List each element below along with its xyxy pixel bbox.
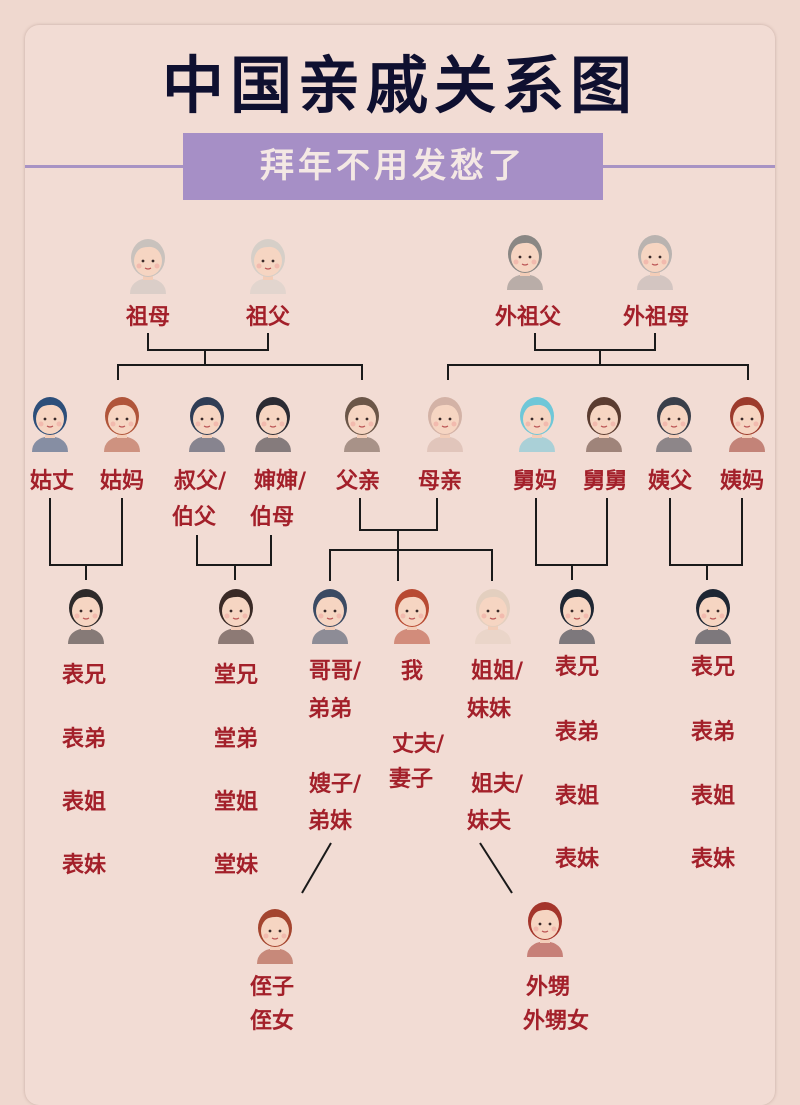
label-elder-sister: 姐姐/ — [470, 659, 524, 684]
label-mei-fu: 妹夫 — [466, 809, 512, 834]
label-mother: 母亲 — [417, 469, 463, 494]
label-tang-cousin: 堂妹 — [213, 853, 259, 878]
label-gu-ma: 姑妈 — [99, 469, 145, 494]
avatar-me — [384, 580, 440, 644]
avatar-maternal-grandmother — [627, 226, 683, 290]
label-bo-fu: 伯父 — [171, 505, 217, 530]
label-gu-cousin: 表姐 — [61, 790, 107, 815]
label-jiu-cousin: 表兄 — [554, 655, 600, 680]
avatar-brother — [302, 580, 358, 644]
label-me: 我 — [400, 659, 424, 684]
avatar-yi-fu — [646, 388, 702, 452]
label-sisters-daughter: 外甥女 — [522, 1009, 590, 1034]
avatar-jiu-cousin — [549, 580, 605, 644]
label-yi-fu: 姨父 — [647, 469, 693, 494]
avatar-grandfather — [240, 230, 296, 294]
avatar-sisters-child — [517, 893, 573, 957]
label-niece: 侄女 — [249, 1009, 295, 1034]
label-gu-cousin: 表兄 — [61, 663, 107, 688]
label-tang-cousin: 堂兄 — [213, 663, 259, 688]
avatar-tang-cousin — [208, 580, 264, 644]
label-younger-brother: 弟弟 — [307, 697, 353, 722]
avatar-father — [334, 388, 390, 452]
label-father: 父亲 — [335, 469, 381, 494]
chart-card — [25, 25, 775, 1105]
label-elder-brother: 哥哥/ — [308, 659, 362, 684]
label-di-mei: 弟妹 — [307, 809, 353, 834]
label-jiu-cousin: 表弟 — [554, 720, 600, 745]
label-sisters-son: 外甥 — [525, 975, 571, 1000]
label-yi-ma: 姨妈 — [719, 469, 765, 494]
label-gu-zhang: 姑丈 — [29, 469, 75, 494]
avatar-gu-cousin — [58, 580, 114, 644]
label-yi-cousin: 表兄 — [690, 655, 736, 680]
label-jiu-jiu: 舅舅 — [582, 469, 628, 494]
label-tang-cousin: 堂弟 — [213, 727, 259, 752]
subtitle-banner: 拜年不用发愁了 — [183, 133, 603, 200]
label-jie-fu: 姐夫/ — [470, 772, 524, 797]
avatar-gu-ma — [94, 388, 150, 452]
label-yi-cousin: 表妹 — [690, 847, 736, 872]
avatar-shen-shen — [245, 388, 301, 452]
avatar-grandmother — [120, 230, 176, 294]
avatar-yi-cousin — [685, 580, 741, 644]
label-sister-in-law: 嫂子/ — [308, 772, 362, 797]
label-grandfather: 祖父 — [245, 305, 291, 330]
label-maternal-grandfather: 外祖父 — [494, 305, 562, 330]
avatar-sister — [465, 580, 521, 644]
avatar-yi-ma — [719, 388, 775, 452]
label-grandmother: 祖母 — [125, 305, 171, 330]
label-nephew: 侄子 — [249, 975, 295, 1000]
label-shu-fu: 叔父/ — [173, 469, 227, 494]
label-shen-shen: 婶婶/ — [253, 469, 307, 494]
avatar-shu-fu — [179, 388, 235, 452]
label-yi-cousin: 表弟 — [690, 720, 736, 745]
label-bo-mu: 伯母 — [249, 505, 295, 530]
label-jiu-cousin: 表妹 — [554, 847, 600, 872]
label-husband: 丈夫/ — [391, 732, 445, 757]
label-yi-cousin: 表姐 — [690, 784, 736, 809]
avatar-mother — [417, 388, 473, 452]
avatar-brothers-child — [247, 900, 303, 964]
label-jiu-ma: 舅妈 — [512, 469, 558, 494]
avatar-jiu-jiu — [576, 388, 632, 452]
label-gu-cousin: 表弟 — [61, 727, 107, 752]
avatar-jiu-ma — [509, 388, 565, 452]
page-title: 中国亲戚关系图 — [161, 49, 638, 122]
label-gu-cousin: 表妹 — [61, 853, 107, 878]
avatar-maternal-grandfather — [497, 226, 553, 290]
label-tang-cousin: 堂姐 — [213, 790, 259, 815]
label-maternal-grandmother: 外祖母 — [622, 305, 690, 330]
label-jiu-cousin: 表姐 — [554, 784, 600, 809]
label-younger-sister: 妹妹 — [466, 697, 512, 722]
label-wife: 妻子 — [388, 767, 434, 792]
avatar-gu-zhang — [22, 388, 78, 452]
